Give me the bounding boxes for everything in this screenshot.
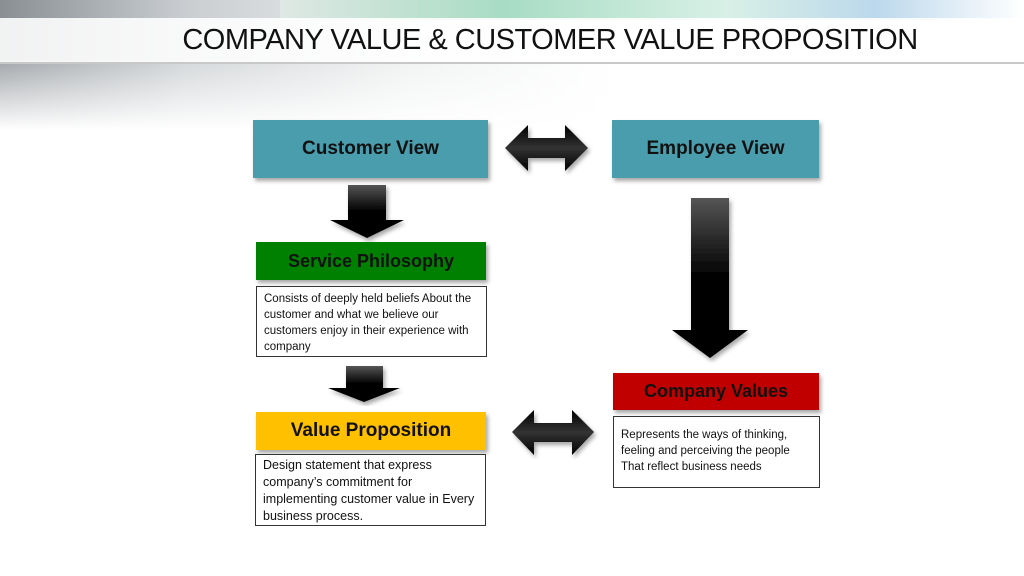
title-band <box>0 18 1024 64</box>
double-arrow-icon <box>512 410 594 455</box>
company-values-description: Represents the ways of thinking, feeling… <box>613 416 820 488</box>
header-fade <box>0 60 1024 130</box>
service-philosophy-description: Consists of deeply held beliefs About th… <box>256 286 487 357</box>
down-arrow-icon <box>328 366 400 402</box>
service-philosophy-box: Service Philosophy <box>256 242 486 280</box>
slide-title: COMPANY VALUE & CUSTOMER VALUE PROPOSITI… <box>182 24 918 56</box>
double-arrow-icon <box>505 125 588 171</box>
value-proposition-description: Design statement that express company’s … <box>255 454 486 526</box>
down-arrow-icon <box>330 185 404 238</box>
customer-view-box: Customer View <box>253 120 488 178</box>
down-arrow-icon <box>672 198 748 358</box>
company-values-box: Company Values <box>613 373 819 410</box>
value-proposition-box: Value Proposition <box>256 412 486 450</box>
employee-view-box: Employee View <box>612 120 819 178</box>
header-decoration <box>280 0 1024 20</box>
